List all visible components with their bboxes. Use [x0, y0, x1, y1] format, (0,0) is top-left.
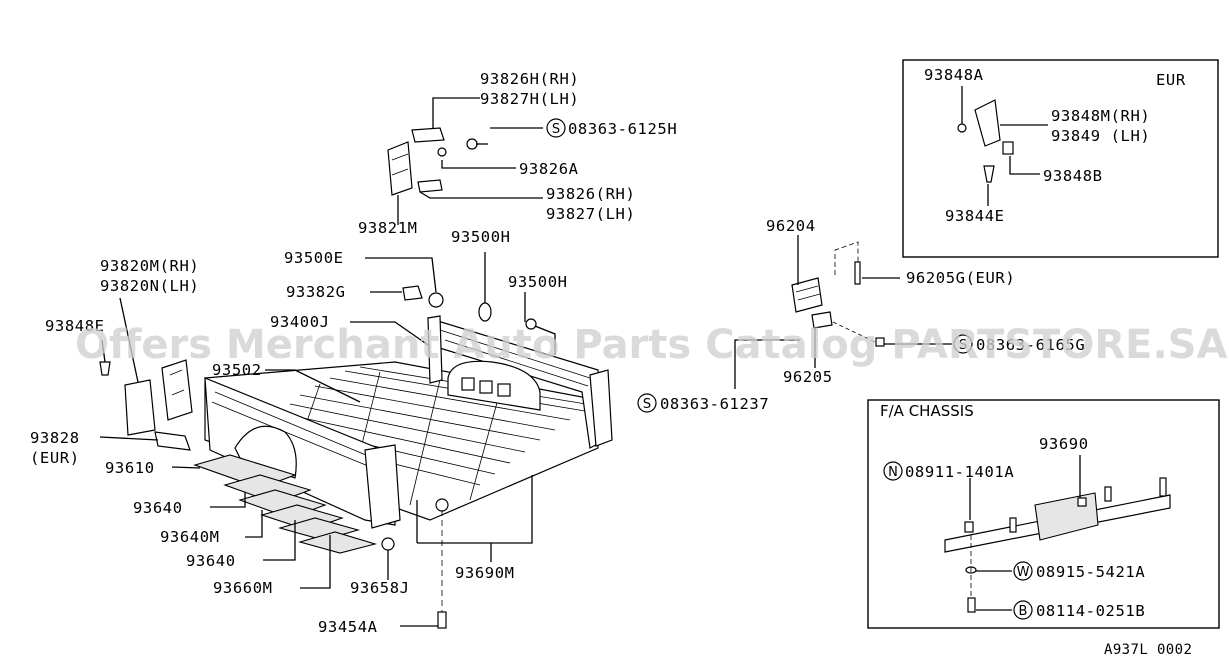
label-93690: 93690 — [1039, 435, 1089, 453]
truck-bed-illustration — [154, 315, 613, 554]
chassis-inset-box: F/A CHASSIS 93690 N 08911-1401A W 08915-… — [867, 399, 1220, 629]
label-93849: 93849 (LH) — [1051, 127, 1150, 145]
label-93500h-lower: 93500H — [508, 273, 568, 291]
label-93828: 93828 — [30, 429, 80, 447]
chassis-box-title: F/A CHASSIS — [880, 402, 974, 420]
label-08363-6165g: 08363-6165G — [976, 336, 1085, 354]
symbol-n: N — [888, 465, 898, 480]
label-08363-61237: 08363-61237 — [660, 395, 769, 413]
label-93610: 93610 — [105, 459, 155, 477]
label-08911-1401a: 08911-1401A — [905, 463, 1014, 481]
leader-lines — [99, 97, 952, 627]
symbol-s: S — [643, 397, 651, 412]
symbol-s: S — [959, 338, 967, 353]
part-labels: 93826H(RH) 93827H(LH) 08363-6125H 93826A… — [30, 70, 1085, 636]
label-93500h-upper: 93500H — [451, 228, 511, 246]
watermark: Offers Merchant Auto Parts Catalog PARTS… — [75, 322, 1227, 368]
label-93500e: 93500E — [284, 249, 344, 267]
eur-inset-box: EUR 93848A 93848M(RH) 93849 (LH) 93848B … — [902, 59, 1219, 258]
label-93827: 93827(LH) — [546, 205, 635, 223]
symbol-w: W — [1017, 565, 1030, 580]
side-bracket-93820 — [124, 359, 193, 436]
label-93844e: 93844E — [945, 207, 1005, 225]
label-93660m: 93660M — [213, 579, 273, 597]
label-93848e: 93848E — [45, 317, 105, 335]
eur-box-title: EUR — [1156, 71, 1186, 89]
hinge-assembly-93821m — [387, 127, 488, 196]
label-93826a: 93826A — [519, 160, 579, 178]
label-08915-5421a: 08915-5421A — [1036, 563, 1145, 581]
label-93826h: 93826H(RH) — [480, 70, 579, 88]
label-93826: 93826(RH) — [546, 185, 635, 203]
label-96204: 96204 — [766, 217, 816, 235]
label-96205g: 96205G(EUR) — [906, 269, 1015, 287]
clip-93848e — [99, 361, 111, 376]
label-93658j: 93658J — [350, 579, 410, 597]
latch-assembly-96204 — [791, 241, 885, 347]
label-08363-6125h: 08363-6125H — [568, 120, 677, 138]
label-93502: 93502 — [212, 361, 262, 379]
symbol-b: B — [1019, 604, 1028, 619]
label-93848m: 93848M(RH) — [1051, 107, 1150, 125]
label-93640m: 93640M — [160, 528, 220, 546]
label-93827h: 93827H(LH) — [480, 90, 579, 108]
label-eur-note: (EUR) — [30, 449, 80, 467]
label-08114-0251b: 08114-0251B — [1036, 602, 1145, 620]
label-93821m: 93821M — [358, 219, 418, 237]
label-93640-second: 93640 — [186, 552, 236, 570]
label-93848b: 93848B — [1043, 167, 1103, 185]
gate-hooks — [381, 285, 537, 629]
label-93400j: 93400J — [270, 313, 330, 331]
label-93690m: 93690M — [455, 564, 515, 582]
symbol-s: S — [552, 122, 560, 137]
label-96205: 96205 — [783, 368, 833, 386]
label-93382g: 93382G — [286, 283, 346, 301]
diagram-code: A937L 0002 — [1104, 642, 1192, 658]
label-93454a: 93454A — [318, 618, 378, 636]
label-93640-first: 93640 — [133, 499, 183, 517]
label-93848a: 93848A — [924, 66, 984, 84]
label-93820m: 93820M(RH) — [100, 257, 199, 275]
label-93820n: 93820N(LH) — [100, 277, 199, 295]
